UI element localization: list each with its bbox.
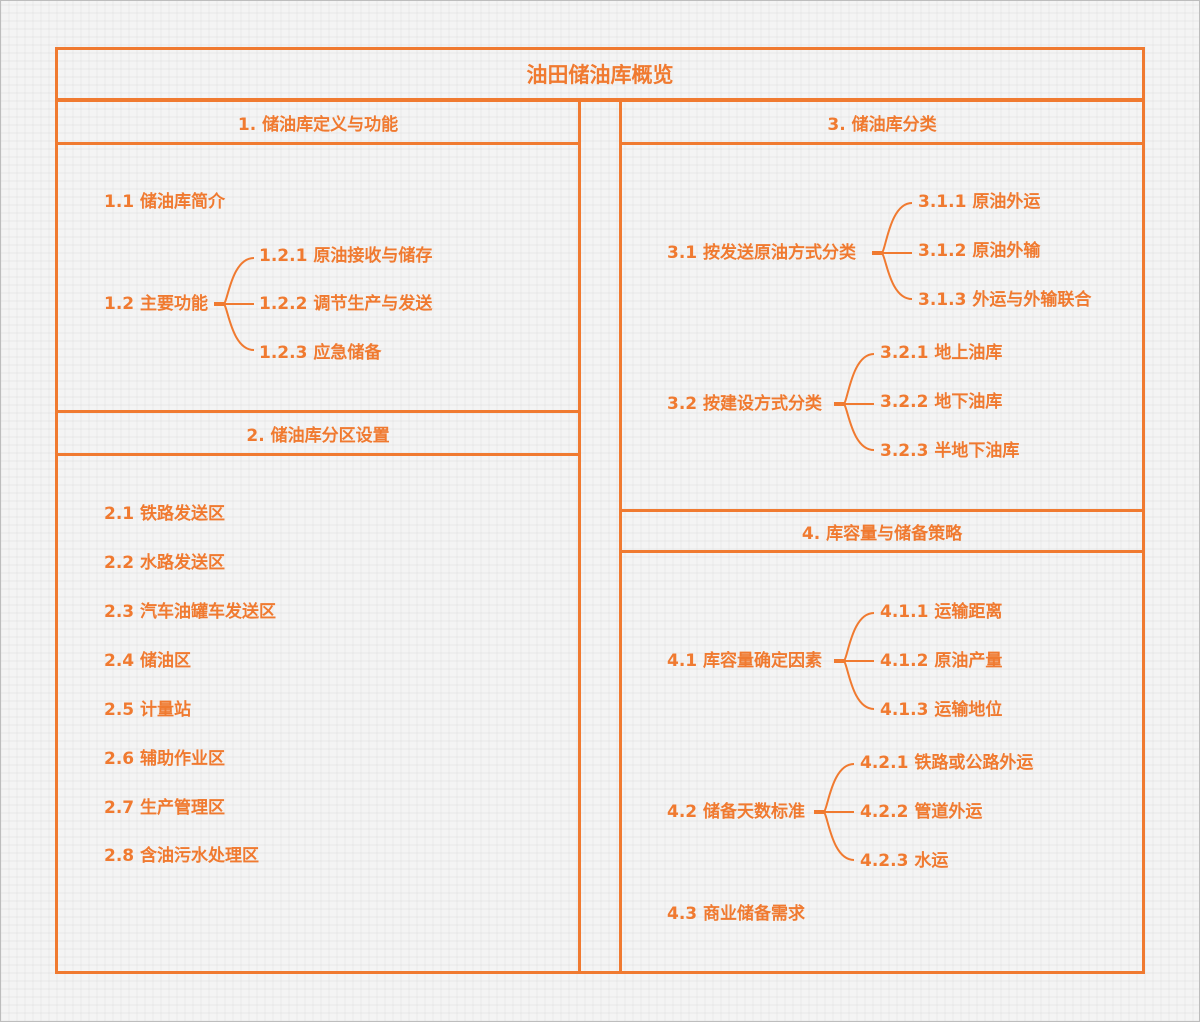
item-3-1: 3.1 按发送原油方式分类 [667, 243, 857, 263]
item-4-2-2: 4.2.2 管道外运 [860, 802, 983, 822]
section-3-header: 3. 储油库分类 [827, 114, 937, 135]
section-4-header: 4. 库容量与储备策略 [801, 523, 963, 544]
divider-s1-s2 [55, 410, 581, 413]
divider-s3-head [619, 142, 1145, 145]
item-1-1: 1.1 储油库简介 [104, 192, 226, 212]
item-4-2-1: 4.2.1 铁路或公路外运 [860, 753, 1034, 773]
item-1-2-2: 1.2.2 调节生产与发送 [259, 294, 433, 314]
item-2-7: 2.7 生产管理区 [104, 798, 226, 818]
section-2-header: 2. 储油库分区设置 [246, 425, 390, 446]
item-3-1-1: 3.1.1 原油外运 [918, 192, 1041, 212]
item-1-2-1: 1.2.1 原油接收与储存 [259, 246, 433, 266]
divider-s2-head [55, 453, 581, 456]
divider-s4-head [619, 550, 1145, 553]
item-4-1: 4.1 库容量确定因素 [667, 651, 823, 671]
diagram-title: 油田储油库概览 [58, 50, 1142, 102]
item-2-8: 2.8 含油污水处理区 [104, 846, 260, 866]
item-3-2: 3.2 按建设方式分类 [667, 394, 823, 414]
section-1-header: 1. 储油库定义与功能 [237, 114, 399, 135]
item-2-2: 2.2 水路发送区 [104, 553, 226, 573]
item-2-4: 2.4 储油区 [104, 651, 192, 671]
item-4-3: 4.3 商业储备需求 [667, 904, 806, 924]
item-2-3: 2.3 汽车油罐车发送区 [104, 602, 277, 622]
item-1-2-3: 1.2.3 应急储备 [259, 343, 382, 363]
item-4-1-3: 4.1.3 运输地位 [880, 700, 1003, 720]
item-2-5: 2.5 计量站 [104, 700, 192, 720]
item-3-1-2: 3.1.2 原油外输 [918, 241, 1041, 261]
item-4-1-1: 4.1.1 运输距离 [880, 602, 1003, 622]
divider-s1-head [55, 142, 581, 145]
item-1-2: 1.2 主要功能 [104, 294, 209, 314]
item-3-2-3: 3.2.3 半地下油库 [880, 441, 1020, 461]
item-3-1-3: 3.1.3 外运与外输联合 [918, 290, 1092, 310]
divider-left-col-right [578, 99, 581, 974]
divider-s3-s4 [619, 509, 1145, 512]
item-4-2-3: 4.2.3 水运 [860, 851, 949, 871]
item-4-1-2: 4.1.2 原油产量 [880, 651, 1003, 671]
item-2-1: 2.1 铁路发送区 [104, 504, 226, 524]
item-4-2: 4.2 储备天数标准 [667, 802, 806, 822]
item-3-2-1: 3.2.1 地上油库 [880, 343, 1003, 363]
divider-right-col-left [619, 99, 622, 974]
item-3-2-2: 3.2.2 地下油库 [880, 392, 1003, 412]
item-2-6: 2.6 辅助作业区 [104, 749, 226, 769]
